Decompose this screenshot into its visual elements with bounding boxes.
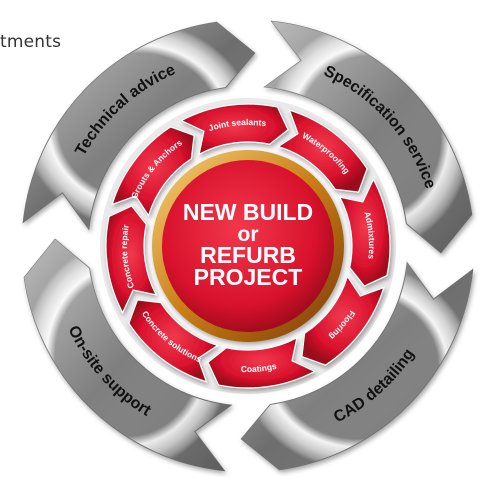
product-grouts-anchors-chevron: [111, 126, 195, 217]
product-concrete-repair-chevron: [105, 205, 158, 315]
service-technical-advice-sheen: [23, 22, 255, 230]
service-technical-advice: Technical advice: [22, 21, 256, 231]
product-admixtures-chevron: [338, 177, 391, 287]
product-joint-sealants: Joint sealants: [179, 103, 289, 156]
product-concrete-solutions: Concrete solutions: [128, 299, 219, 383]
product-coatings-chevron: [207, 336, 317, 389]
center-title-line1: NEW BUILD: [183, 199, 313, 225]
product-concrete-repair: Concrete repair: [105, 205, 158, 315]
product-coatings-label: Coatings: [241, 361, 278, 374]
service-on-site-support-sheen: [24, 239, 232, 471]
product-flooring-chevron: [301, 275, 385, 366]
service-cad-detailing: CAD detailing: [240, 261, 474, 471]
product-concrete-solutions-chevron: [128, 299, 219, 383]
center-disc: [162, 160, 334, 332]
service-cad-detailing-sheen: [241, 262, 473, 470]
product-joint-sealants-chevron: [179, 103, 289, 156]
product-coatings-label-text: Coatings: [241, 361, 278, 374]
center-title-line2: or: [238, 223, 259, 246]
product-flooring: Flooring: [301, 275, 385, 366]
cropped-heading-fragment: tments: [0, 32, 62, 52]
product-waterproofing-chevron: [277, 109, 368, 193]
product-coatings: Coatings: [207, 336, 317, 389]
center-title-line4: PROJECT: [194, 264, 303, 290]
center-title-line3: REFURB: [200, 242, 296, 268]
service-specification-sheen: [264, 21, 472, 253]
product-admixtures: Admixtures: [338, 177, 391, 287]
